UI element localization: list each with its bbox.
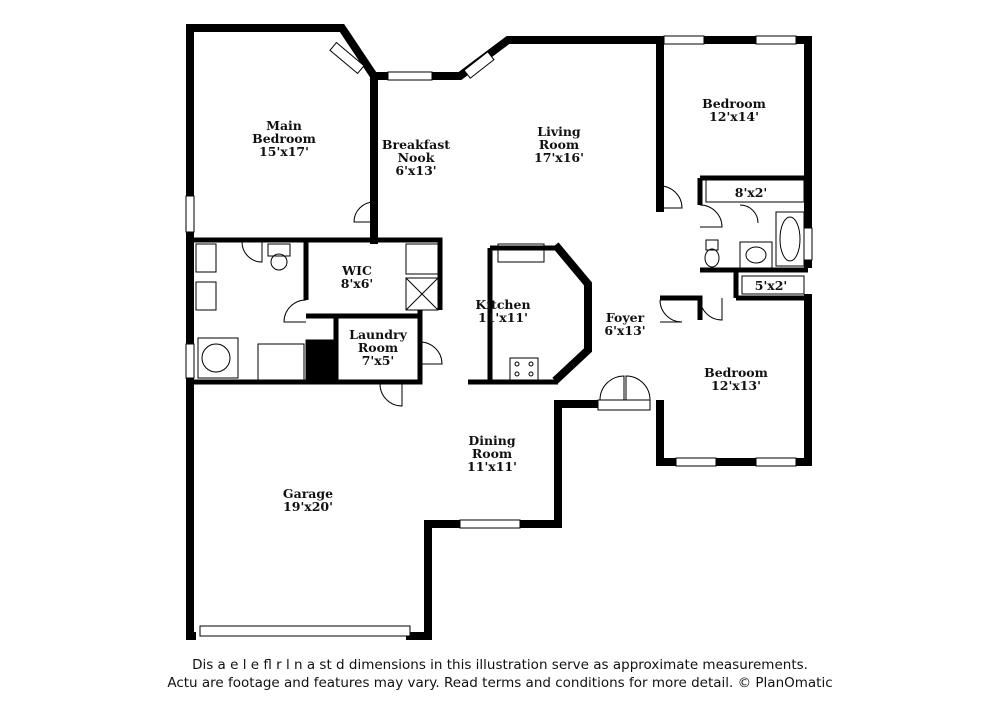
- foyer-door: [597, 375, 651, 411]
- wic-label: WIC 8'x6': [340, 263, 374, 291]
- kitchen-label: Kitchen 11'x11': [475, 297, 531, 325]
- closet-top-label: 8'x2': [734, 185, 768, 200]
- main-bedroom-label: Main Bedroom 15'x17': [252, 118, 316, 159]
- disclaimer-line1: Dis a e l e fl r l n a st d dimensions i…: [192, 657, 808, 673]
- dining-room-label: Dining Room 11'x11': [467, 433, 517, 474]
- door-swings: [241, 185, 759, 407]
- bedroom-top-label: Bedroom 12'x14': [702, 96, 766, 124]
- windows: [185, 35, 813, 529]
- disclaimer-line2: Actu are footage and features may vary. …: [167, 675, 833, 691]
- fixtures: [195, 179, 805, 381]
- bedroom-bottom-label: Bedroom 12'x13': [704, 365, 768, 393]
- interior-walls: [190, 175, 808, 385]
- disclaimer: Dis a e l e fl r l n a st d dimensions i…: [0, 656, 1000, 692]
- garage-label: Garage 19'x20': [282, 486, 334, 514]
- garage-door: [199, 625, 411, 637]
- breakfast-nook-label: Breakfast Nook 6'x13': [381, 137, 451, 178]
- living-room-label: Living Room 17'x16': [534, 124, 584, 165]
- laundry-room-label: Laundry Room 7'x5': [349, 327, 407, 368]
- foyer-label: Foyer 6'x13': [604, 310, 646, 338]
- closet-small-label: 5'x2': [754, 278, 788, 293]
